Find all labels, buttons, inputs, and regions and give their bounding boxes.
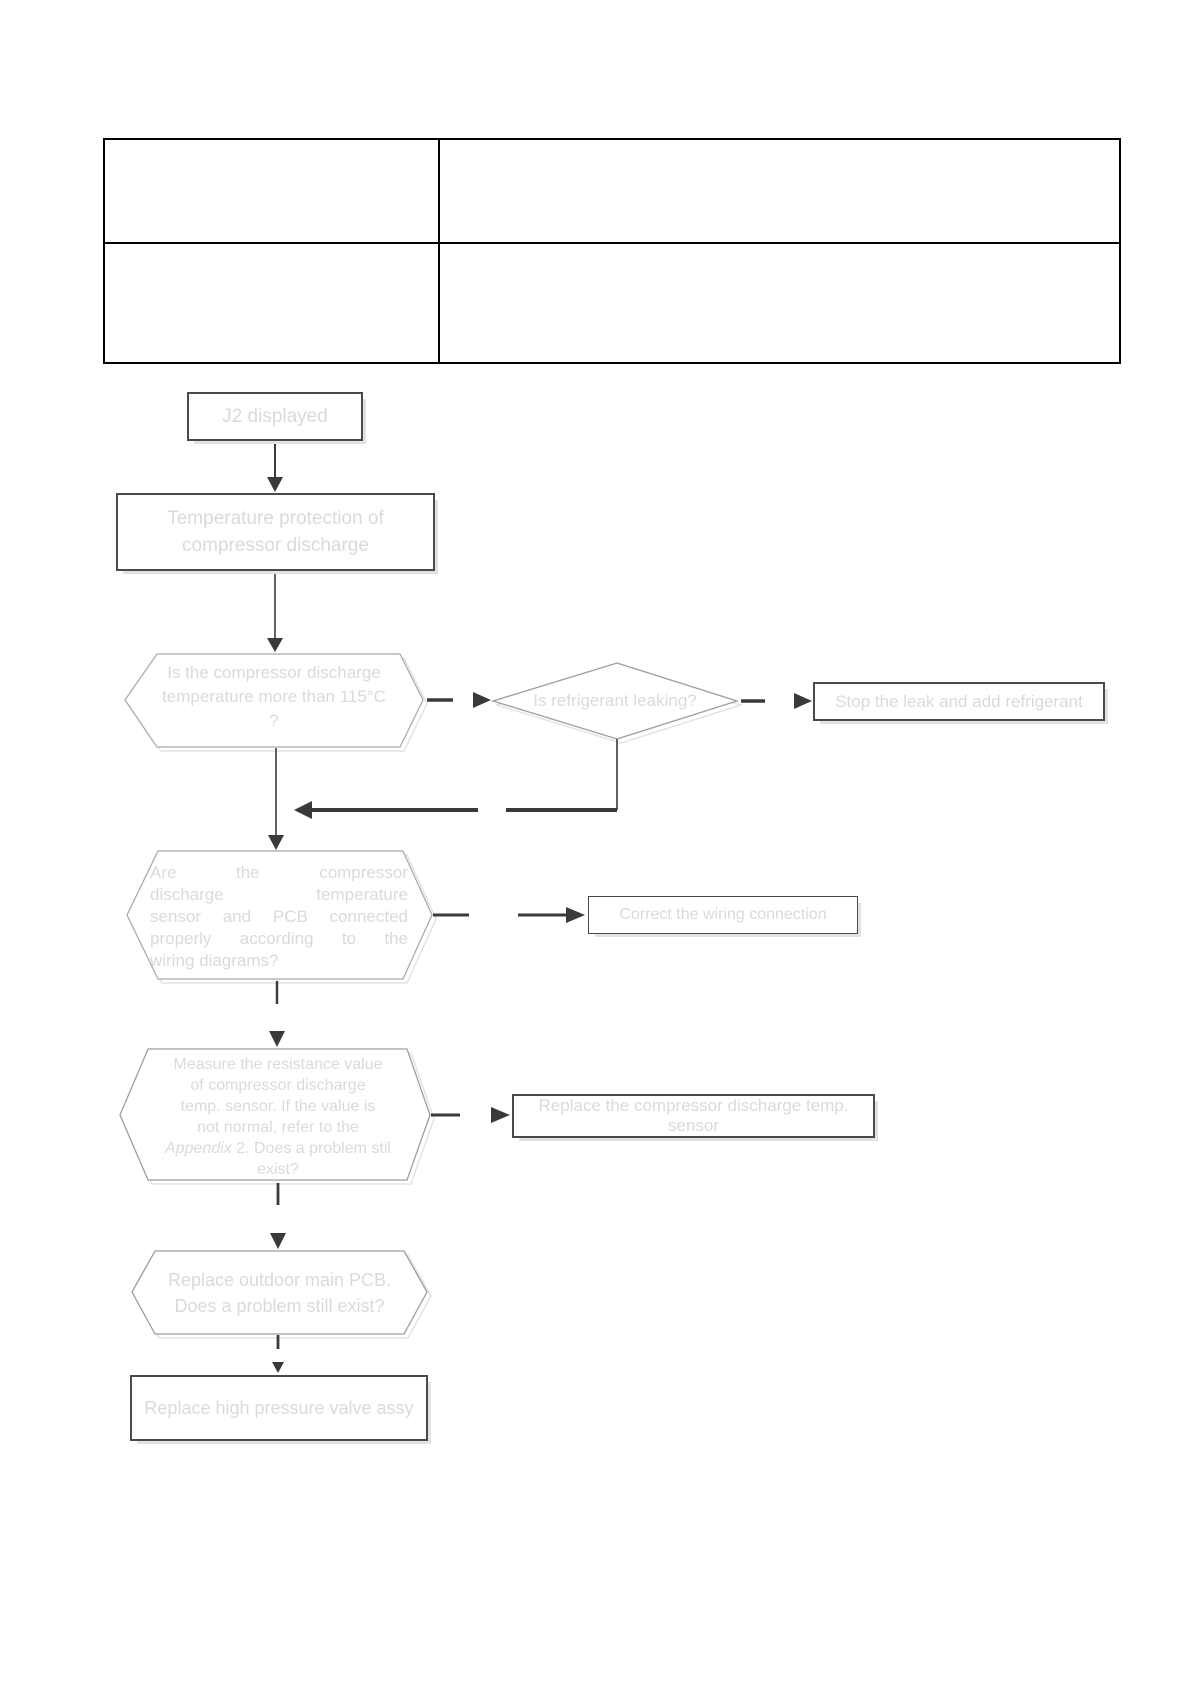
replace-valve-label: Replace high pressure valve assy [144, 1397, 414, 1418]
arrowhead-down [268, 835, 284, 850]
table-cell [105, 244, 440, 362]
hexagon-discharge-temp-label: Is the compressor discharge temperature … [162, 663, 386, 730]
correct-wiring-box: Correct the wiring connection [588, 896, 858, 934]
hexagon-wiring-label: Are the compressor discharge temperature… [150, 863, 408, 970]
replace-sensor-box: Replace the compressor discharge temp. s… [512, 1094, 875, 1138]
arrowhead-down [270, 1233, 286, 1249]
hexagon-replace-pcb [131, 1250, 428, 1335]
arrowhead-down [269, 1031, 285, 1047]
table-cell [105, 140, 440, 242]
hexagon-resistance-label: Measure the resistance value of compress… [165, 1056, 391, 1178]
hexagon-discharge-temp [124, 653, 424, 748]
error-description-box: Temperature protection of compressor dis… [116, 493, 435, 571]
arrowhead-down [267, 477, 283, 492]
start-box-j2-displayed: J2 displayed [187, 392, 363, 441]
arrowhead-right [566, 907, 585, 923]
arrowhead-left [294, 801, 312, 819]
info-table [103, 138, 1121, 364]
hexagon-wiring-check [126, 850, 433, 980]
replace-sensor-label: Replace the compressor discharge temp. s… [538, 1096, 849, 1135]
hexagon-replace-pcb-label: Replace outdoor main PCB. Does a problem… [167, 1270, 392, 1316]
diamond-refrigerant-label: Is refrigerant leaking? [533, 691, 697, 710]
replace-valve-box: Replace high pressure valve assy [130, 1375, 428, 1441]
arrowhead-down-small [272, 1362, 284, 1373]
table-row [105, 244, 1119, 362]
diamond-refrigerant-leaking [490, 662, 740, 740]
arrowhead-right [473, 692, 491, 708]
stop-leak-label: Stop the leak and add refrigerant [835, 691, 1083, 711]
correct-wiring-label: Correct the wiring connection [619, 906, 827, 923]
arrowhead-down [267, 638, 283, 652]
arrowhead-right [794, 693, 812, 709]
error-description-label: Temperature protection of compressor dis… [167, 508, 384, 556]
table-row [105, 140, 1119, 244]
hexagon-resistance-check [119, 1048, 431, 1181]
start-box-label: J2 displayed [222, 405, 328, 427]
arrowhead-right [491, 1107, 510, 1123]
stop-leak-box: Stop the leak and add refrigerant [813, 682, 1105, 721]
